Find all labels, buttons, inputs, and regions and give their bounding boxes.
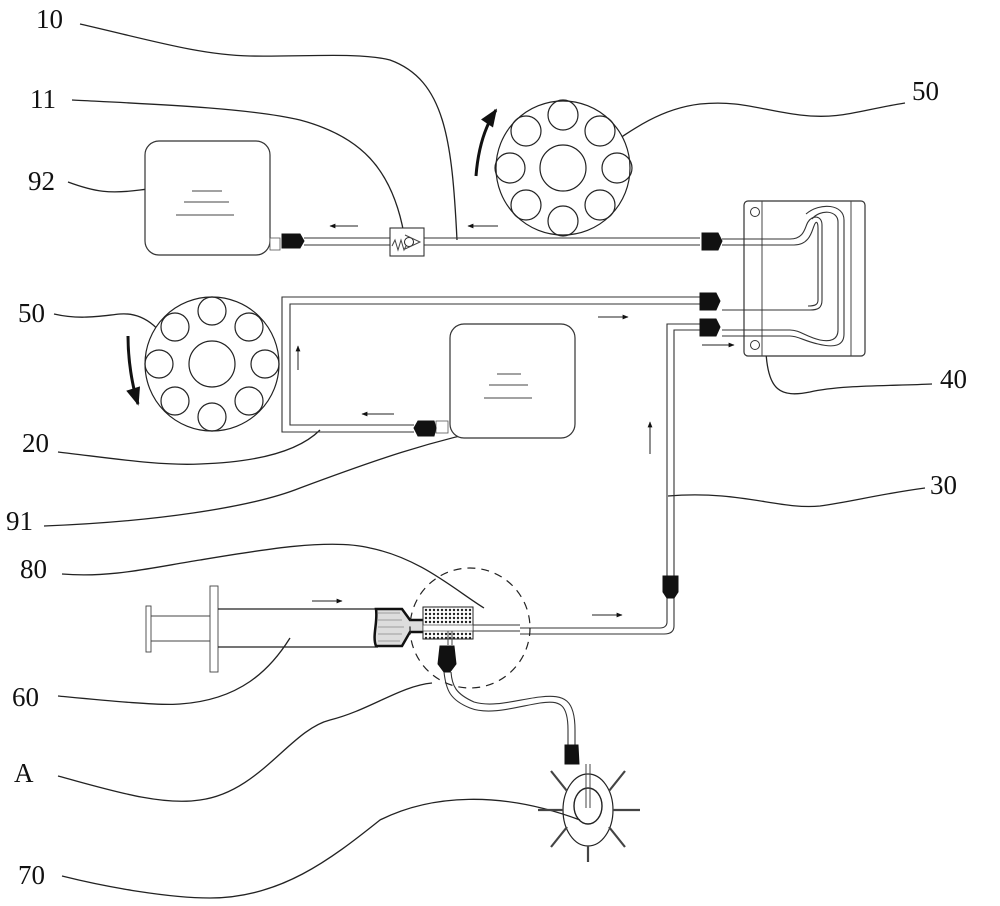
reservoir-92 bbox=[144, 140, 305, 256]
rotation-arrow-icon bbox=[126, 335, 140, 406]
connector-icon bbox=[699, 318, 721, 337]
rotation-arrow-icon bbox=[474, 108, 498, 177]
label-70: 70 bbox=[18, 860, 45, 890]
label-50-top: 50 bbox=[912, 76, 939, 106]
connector-icon bbox=[564, 744, 580, 765]
leader-A bbox=[57, 682, 433, 802]
connector-icon bbox=[437, 645, 457, 673]
connector-icon bbox=[413, 420, 437, 437]
leader-70 bbox=[61, 798, 581, 899]
leader-lines bbox=[43, 23, 933, 899]
chip-40 bbox=[722, 200, 866, 357]
leader-10 bbox=[79, 23, 458, 241]
connector-icon bbox=[699, 292, 721, 311]
pump-rotor-50-top bbox=[494, 99, 633, 237]
tube-20 bbox=[281, 296, 700, 433]
label-50-left: 50 bbox=[18, 298, 45, 328]
leader-40 bbox=[765, 351, 933, 395]
connector-80 bbox=[422, 606, 520, 645]
sample-holder-70 bbox=[538, 764, 640, 862]
label-20: 20 bbox=[22, 428, 49, 458]
leader-11 bbox=[71, 99, 405, 235]
tube-10 bbox=[304, 237, 700, 246]
label-80: 80 bbox=[20, 554, 47, 584]
connector-icon bbox=[701, 232, 723, 251]
leader-20 bbox=[57, 429, 321, 465]
label-11: 11 bbox=[30, 84, 56, 114]
leader-50-top bbox=[564, 102, 906, 177]
connector-icon bbox=[281, 233, 305, 249]
leader-30 bbox=[667, 487, 926, 508]
label-92: 92 bbox=[28, 166, 55, 196]
leader-91 bbox=[43, 423, 516, 527]
reservoir-91 bbox=[413, 323, 576, 439]
spring-icon bbox=[391, 238, 408, 252]
tube-30 bbox=[520, 323, 700, 635]
detail-region-A bbox=[409, 567, 531, 689]
label-10: 10 bbox=[36, 4, 63, 34]
label-30: 30 bbox=[930, 470, 957, 500]
tube-to-holder bbox=[437, 645, 580, 765]
pump-rotor-50-left bbox=[144, 296, 280, 432]
check-valve-11 bbox=[389, 227, 425, 257]
syringe-60 bbox=[145, 585, 426, 673]
connector-icon bbox=[662, 575, 679, 599]
leader-60 bbox=[57, 637, 291, 706]
label-91: 91 bbox=[6, 506, 33, 536]
label-60: 60 bbox=[12, 682, 39, 712]
label-40: 40 bbox=[940, 364, 967, 394]
label-A: A bbox=[14, 758, 34, 788]
leader-80 bbox=[61, 543, 485, 609]
